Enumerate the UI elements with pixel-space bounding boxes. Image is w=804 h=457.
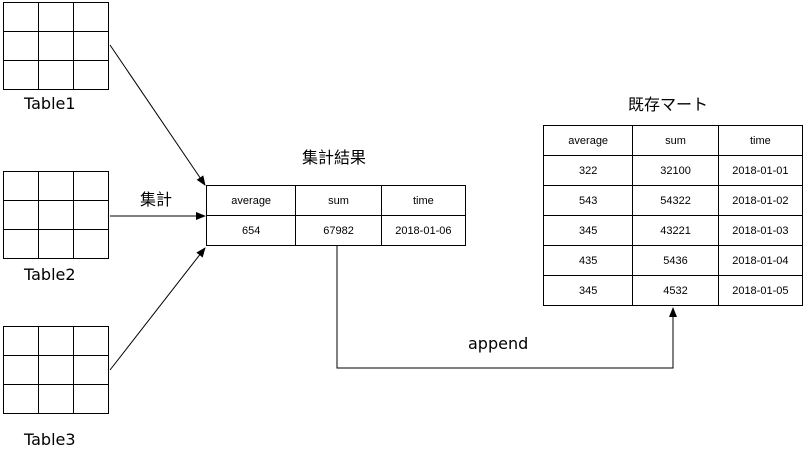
append-label: append xyxy=(468,334,529,353)
result-title: 集計結果 xyxy=(302,148,367,167)
mart-row: 345 4532 2018-01-05 xyxy=(542,275,804,306)
result-cell: 654 xyxy=(205,215,297,246)
arrow-table1-to-result xyxy=(109,44,206,186)
result-header-row: average sum time xyxy=(205,185,467,216)
mart-col-average: average xyxy=(542,125,634,156)
result-col-time: time xyxy=(380,185,467,216)
source-table-grid-2 xyxy=(3,171,109,259)
mart-row: 345 43221 2018-01-03 xyxy=(542,215,804,246)
result-cell: 2018-01-06 xyxy=(380,215,467,246)
mart-cell: 32100 xyxy=(632,155,719,186)
source-table-label-3: Table3 xyxy=(24,430,76,449)
mart-cell: 322 xyxy=(542,155,634,186)
arrow-table3-to-result xyxy=(109,247,206,371)
source-table-grid-3 xyxy=(3,326,109,414)
mart-table: average sum time 322 32100 2018-01-01 54… xyxy=(542,125,804,306)
mart-col-sum: sum xyxy=(632,125,719,156)
mart-header-row: average sum time xyxy=(542,125,804,156)
mart-cell: 54322 xyxy=(632,185,719,216)
aggregate-label: 集計 xyxy=(140,190,173,209)
mart-cell: 5436 xyxy=(632,245,719,276)
mart-cell: 43221 xyxy=(632,215,719,246)
mart-cell: 2018-01-03 xyxy=(717,215,804,246)
source-table-grid-1 xyxy=(3,2,109,90)
result-row: 654 67982 2018-01-06 xyxy=(205,215,467,246)
mart-cell: 435 xyxy=(542,245,634,276)
source-table-label-2: Table2 xyxy=(24,265,76,284)
result-table: average sum time 654 67982 2018-01-06 xyxy=(205,185,467,246)
mart-cell: 2018-01-04 xyxy=(717,245,804,276)
result-cell: 67982 xyxy=(295,215,382,246)
mart-col-time: time xyxy=(717,125,804,156)
mart-cell: 2018-01-01 xyxy=(717,155,804,186)
source-table-label-1: Table1 xyxy=(24,94,76,113)
mart-row: 322 32100 2018-01-01 xyxy=(542,155,804,186)
append-connector xyxy=(336,245,677,369)
mart-cell: 345 xyxy=(542,215,634,246)
mart-row: 543 54322 2018-01-02 xyxy=(542,185,804,216)
mart-row: 435 5436 2018-01-04 xyxy=(542,245,804,276)
mart-title: 既存マート xyxy=(628,95,709,114)
mart-cell: 2018-01-02 xyxy=(717,185,804,216)
mart-cell: 2018-01-05 xyxy=(717,275,804,306)
result-col-average: average xyxy=(205,185,297,216)
mart-cell: 4532 xyxy=(632,275,719,306)
result-col-sum: sum xyxy=(295,185,382,216)
mart-cell: 543 xyxy=(542,185,634,216)
mart-cell: 345 xyxy=(542,275,634,306)
